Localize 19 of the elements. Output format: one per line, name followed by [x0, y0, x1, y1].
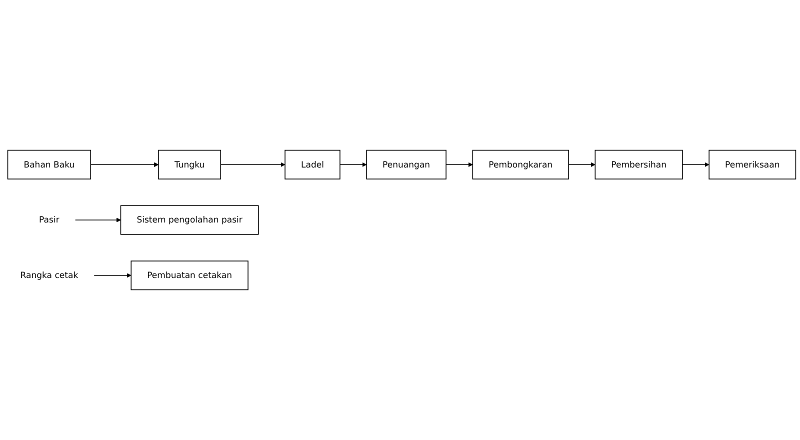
arrow	[682, 162, 710, 167]
node-box: Pembongkaran	[472, 150, 569, 180]
arrow	[340, 162, 367, 167]
arrow	[220, 162, 286, 167]
node-box: Pembersihan	[594, 150, 683, 180]
node-box: Ladel	[284, 150, 340, 180]
node-text: Pasir	[39, 214, 60, 225]
arrow	[568, 162, 596, 167]
node-box: Sistem pengolahan pasir	[120, 205, 259, 235]
node-box: Pembuatan cetakan	[130, 260, 248, 290]
node-box: Pemeriksaan	[708, 150, 796, 180]
arrow	[446, 162, 473, 167]
node-box: Penuangan	[366, 150, 446, 180]
node-box: Tungku	[158, 150, 222, 180]
arrow	[94, 273, 132, 278]
arrow	[90, 162, 159, 167]
arrow	[74, 218, 121, 222]
node-box: Bahan Baku	[7, 150, 92, 180]
node-text: Rangka cetak	[20, 270, 78, 280]
